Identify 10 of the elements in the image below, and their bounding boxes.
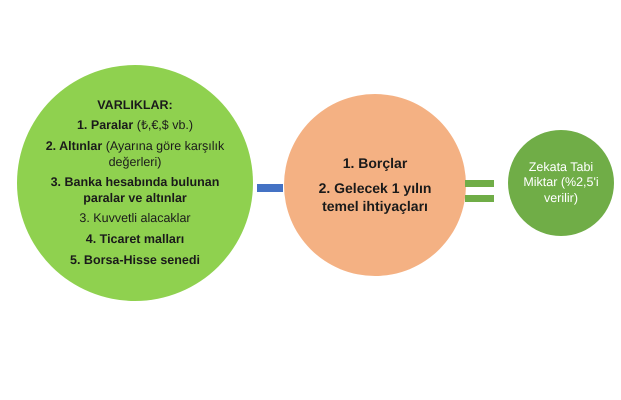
circle-text: 2. Gelecek 1 yılın temel ihtiyaçları — [318, 180, 432, 216]
circle-text: 1. Paralar (₺,€,$ vb.) — [76, 118, 194, 134]
circle-text: 2. Altınlar (Ayarına göre karşılık değerleri) — [44, 138, 226, 170]
circle-text: 1. Borçlar — [342, 154, 408, 172]
circle-text: Zekata Tabi Miktar (%2,5'i verilir) — [522, 160, 600, 206]
circle-text: VARLIKLAR: — [97, 98, 173, 114]
circle-text: 3. Kuvvetli alacaklar — [79, 211, 191, 228]
circle-text: 5. Borsa-Hisse senedi — [70, 252, 200, 268]
circle-text: 4. Ticaret malları — [86, 232, 184, 248]
circle-text: 3. Banka hesabında bulunan paralar ve altınlar — [50, 175, 220, 206]
